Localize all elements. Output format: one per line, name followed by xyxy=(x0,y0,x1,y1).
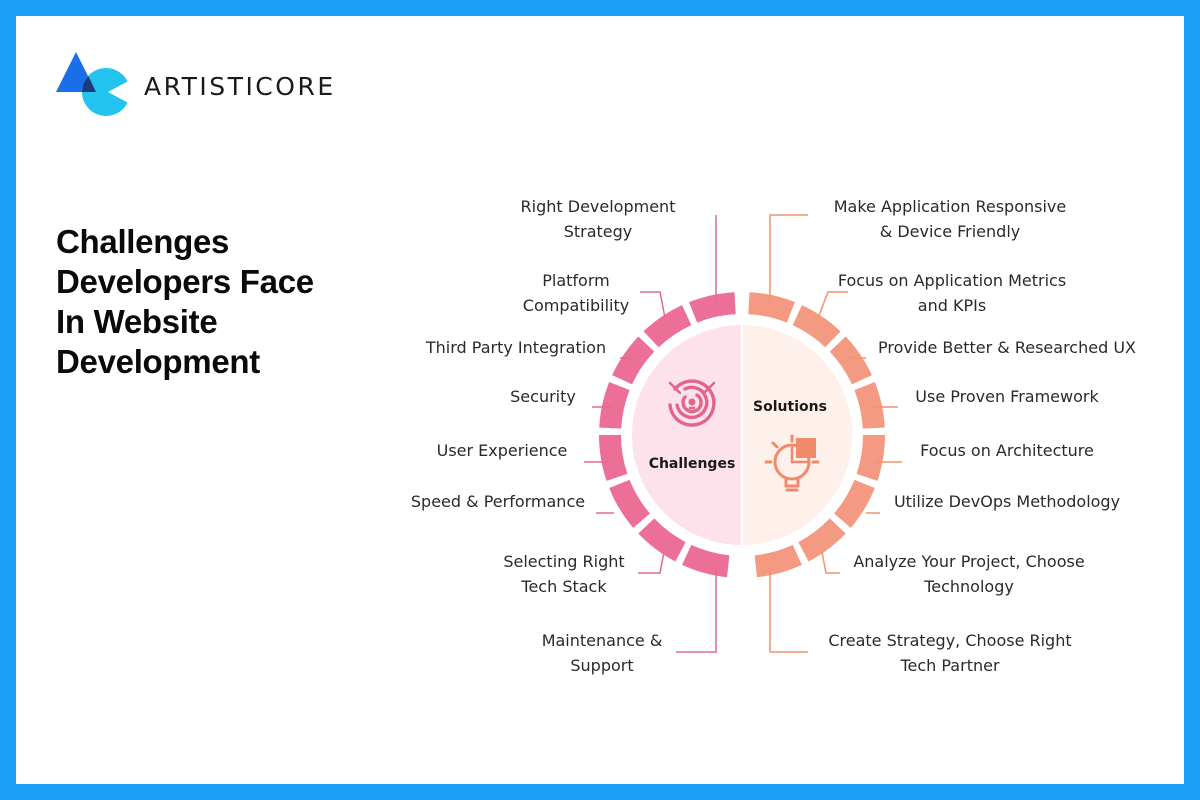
challenge-label: Speed & Performance xyxy=(411,492,585,511)
challenge-ring-segment xyxy=(682,544,730,578)
challenge-leader-line xyxy=(638,551,665,574)
solution-leader-line xyxy=(817,291,848,319)
solution-label: Use Proven Framework xyxy=(915,387,1099,406)
challenge-ring-segment xyxy=(689,292,736,323)
brand-name: ARTISTICORE xyxy=(144,71,336,101)
title-line: Developers Face xyxy=(56,263,314,300)
solution-label: & Device Friendly xyxy=(880,222,1020,241)
challenge-ring-segment xyxy=(643,305,692,348)
challenges-center-label: Challenges xyxy=(649,456,736,472)
solution-ring-segment xyxy=(754,544,802,578)
title-line: In Website xyxy=(56,303,218,340)
solution-ring-segment xyxy=(748,292,795,323)
solution-leader-line xyxy=(769,568,808,653)
solution-ring-segment xyxy=(792,305,841,348)
challenge-leader-line xyxy=(640,291,666,319)
challenge-label: Tech Stack xyxy=(520,577,607,596)
challenge-label: Selecting Right xyxy=(503,552,624,571)
challenge-label: Platform xyxy=(542,271,609,290)
solution-label: Focus on Application Metrics xyxy=(838,271,1066,290)
solution-leader-line xyxy=(821,551,840,574)
challenge-ring-segment xyxy=(638,518,686,562)
challenge-ring-segment xyxy=(609,479,651,528)
challenges-half xyxy=(632,325,742,545)
challenge-ring-segment xyxy=(599,434,628,481)
solution-ring-segment xyxy=(798,518,846,562)
maze-lightbulb-icon xyxy=(668,379,716,427)
challenge-label: Compatibility xyxy=(523,296,629,315)
challenge-label: Support xyxy=(570,656,633,675)
challenge-label: Maintenance & xyxy=(542,631,663,650)
solution-ring-segment xyxy=(829,336,872,385)
segment-ring xyxy=(599,292,885,578)
triangle-circle-logo-icon xyxy=(56,52,130,116)
solutions-half xyxy=(742,325,852,545)
challenge-label: User Experience xyxy=(437,441,568,460)
solution-leader-line xyxy=(769,214,808,301)
brand-logo[interactable]: ARTISTICORE xyxy=(56,52,336,120)
challenge-leader-line xyxy=(676,568,717,653)
title-line: Challenges xyxy=(56,223,230,260)
infographic-card: ARTISTICORE Challenges Developers Face I… xyxy=(16,16,1184,784)
title-line: Development xyxy=(56,343,260,380)
page-title: Challenges Developers Face In Website De… xyxy=(56,222,376,382)
diagram-labels: Right DevelopmentStrategyPlatformCompati… xyxy=(411,197,1136,675)
solution-ring-segment xyxy=(854,382,885,429)
solution-label: Create Strategy, Choose Right xyxy=(828,631,1071,650)
solution-ring-segment xyxy=(856,434,885,481)
challenge-label: Right Development xyxy=(521,197,676,216)
solution-label: Analyze Your Project, Choose xyxy=(853,552,1084,571)
leader-lines xyxy=(584,214,902,653)
solution-label: Focus on Architecture xyxy=(920,441,1094,460)
solution-label: and KPIs xyxy=(918,296,986,315)
solution-ring-segment xyxy=(833,479,875,528)
solution-label: Technology xyxy=(923,577,1014,596)
solution-label: Provide Better & Researched UX xyxy=(878,338,1136,357)
challenge-ring-segment xyxy=(599,382,630,429)
challenge-label: Third Party Integration xyxy=(425,338,606,357)
solution-label: Make Application Responsive xyxy=(834,197,1066,216)
solutions-center-label: Solutions xyxy=(753,399,827,415)
challenge-label: Security xyxy=(510,387,576,406)
challenge-label: Strategy xyxy=(564,222,633,241)
puzzle-lightbulb-icon xyxy=(764,434,820,492)
solution-label: Utilize DevOps Methodology xyxy=(894,492,1120,511)
solution-label: Tech Partner xyxy=(899,656,999,675)
challenge-ring-segment xyxy=(612,336,655,385)
